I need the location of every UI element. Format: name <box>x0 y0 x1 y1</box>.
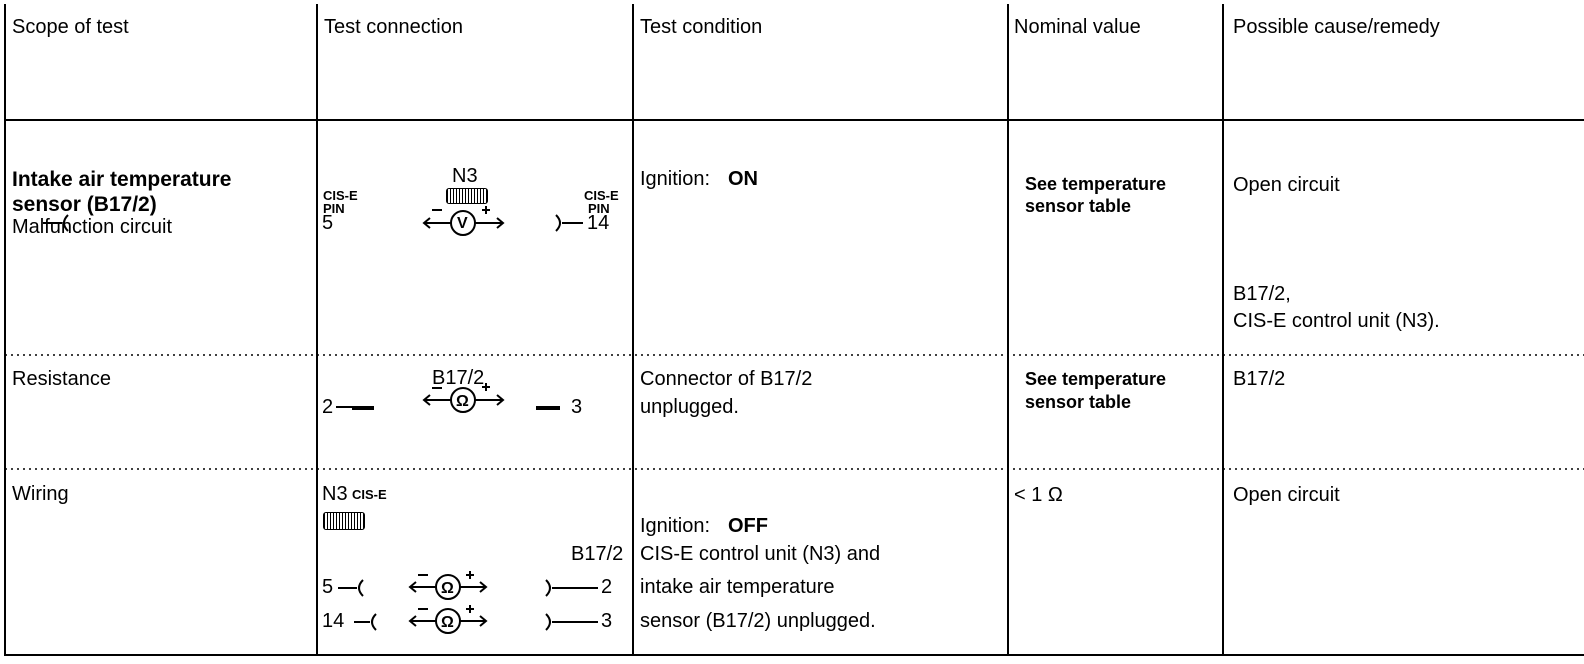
row1-left-label1: CIS-E <box>323 188 358 203</box>
row1-condition-value: ON <box>728 168 758 190</box>
row2-schematic <box>336 383 560 413</box>
row1-condition-label: Ignition: <box>640 168 711 190</box>
row3-cause: Open circuit <box>1233 484 1340 506</box>
header-nominal: Nominal value <box>1014 16 1141 38</box>
row3-condition-line2: CIS-E control unit (N3) and <box>640 543 881 565</box>
row1-scope-line2: sensor (B17/2) <box>12 193 157 216</box>
row3-right-device: B17/2 <box>571 543 624 565</box>
voltmeter-icon: V <box>457 215 468 232</box>
ohmmeter-icon: Ω <box>441 580 454 597</box>
row1-device-label: N3 <box>452 165 478 187</box>
row3-condition-line4: sensor (B17/2) unplugged. <box>640 610 876 632</box>
row3-schematic <box>338 571 598 634</box>
row1-cause-line1: Open circuit <box>1233 174 1340 196</box>
row1-scope-line1: Intake air temperature <box>12 168 232 191</box>
header-connection: Test connection <box>324 16 463 38</box>
row3-condition-value: OFF <box>728 515 768 537</box>
row1-left-pin: 5 <box>322 212 334 234</box>
row3-nominal: < 1 Ω <box>1014 484 1063 506</box>
row3-pin-b-left: 14 <box>322 610 345 632</box>
row3-device-label: N3 <box>322 483 348 505</box>
row2-right-pin: 3 <box>571 396 583 418</box>
header-condition: Test condition <box>640 16 763 38</box>
row1-scope-line3: Malfunction circuit <box>12 216 173 238</box>
row3-condition-line3: intake air temperature <box>640 576 835 598</box>
row1-right-label2: PIN <box>588 201 610 216</box>
row3-pin-a-right: 2 <box>601 576 613 598</box>
row3-pin-a-left: 5 <box>322 576 334 598</box>
row2-nominal-line1: See temperature <box>1025 369 1167 389</box>
row3-device-sublabel: CIS-E <box>352 487 387 502</box>
row2-nominal-line2: sensor table <box>1025 392 1132 412</box>
row1-schematic <box>43 206 583 236</box>
header-cause: Possible cause/remedy <box>1233 16 1440 38</box>
ohmmeter-icon: Ω <box>456 393 469 410</box>
row1-cause-line2: B17/2, <box>1233 283 1291 305</box>
row1-left-label2: PIN <box>323 201 345 216</box>
row2-condition-line2: unplugged. <box>640 396 739 418</box>
row1-right-pin: 14 <box>587 212 610 234</box>
row1-nominal-line2: sensor table <box>1025 196 1132 216</box>
row1-nominal-line1: See temperature <box>1025 174 1167 194</box>
ohmmeter-icon: Ω <box>441 614 454 631</box>
control-unit-connector-icon <box>323 512 365 530</box>
control-unit-connector-icon <box>446 188 488 204</box>
row3-condition-label: Ignition: <box>640 515 711 537</box>
row2-device-label: B17/2 <box>432 367 485 389</box>
row3-scope: Wiring <box>12 483 69 505</box>
row2-left-pin: 2 <box>322 396 334 418</box>
row1-right-label1: CIS-E <box>584 188 619 203</box>
header-scope: Scope of test <box>12 16 129 38</box>
row3-pin-b-right: 3 <box>601 610 613 632</box>
row2-condition-line1: Connector of B17/2 <box>640 368 813 390</box>
row2-cause: B17/2 <box>1233 368 1286 390</box>
row2-scope: Resistance <box>12 368 111 390</box>
row1-cause-line3: CIS-E control unit (N3). <box>1233 310 1440 332</box>
